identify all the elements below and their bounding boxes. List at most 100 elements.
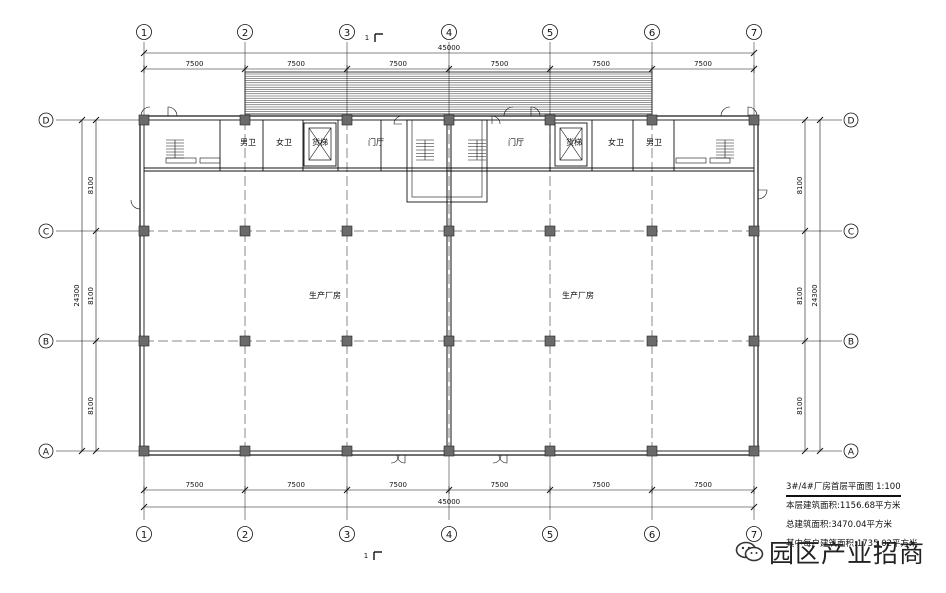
- door-swing: [720, 106, 731, 117]
- dimension-tick: [445, 486, 453, 494]
- dimension-tick: [241, 486, 249, 494]
- drawing-title: 3#/4#厂房首层平面图 1:100: [786, 480, 901, 497]
- structural-column: [138, 445, 150, 457]
- total-width-dimension: 45000: [438, 44, 460, 52]
- structural-column: [443, 225, 455, 237]
- grid-bubble-label: 1: [141, 530, 147, 541]
- bay-dimension: 7500: [491, 60, 509, 68]
- building-walls: [139, 71, 759, 456]
- structural-column: [443, 445, 455, 457]
- structural-column: [748, 335, 760, 347]
- dimension-tick: [140, 503, 148, 511]
- grid-bubble-column: [136, 24, 152, 40]
- structural-column: [443, 335, 455, 347]
- drawing-info-block: 3#/4#厂房首层平面图 1:100 本层建筑面积:1156.68平方米 总建筑…: [786, 478, 936, 554]
- total-area-note: 总建筑面积:3470.04平方米: [786, 520, 893, 530]
- bay-dimension: 7500: [186, 60, 204, 68]
- dimension-tick: [92, 227, 100, 235]
- grid-bubble-column: [136, 526, 152, 542]
- dimension-tick: [92, 337, 100, 345]
- dimension-tick: [241, 65, 249, 73]
- door-swing: [140, 106, 151, 117]
- dimension-tick: [445, 65, 453, 73]
- structural-column: [646, 335, 658, 347]
- bay-dimension: 7500: [186, 481, 204, 489]
- room-label-toilet-female: 女卫: [608, 137, 624, 147]
- door-swing: [396, 454, 406, 464]
- dimension-tick: [546, 486, 554, 494]
- grid-bubble-label: D: [848, 117, 855, 127]
- structural-column: [646, 445, 658, 457]
- freight-lift-cross: [559, 127, 583, 161]
- grid-bubble-label: 2: [242, 28, 248, 39]
- grid-bubble-label: D: [43, 117, 50, 127]
- dimension-tick: [750, 503, 758, 511]
- grid-bubble-label: A: [43, 448, 50, 458]
- structural-column: [544, 335, 556, 347]
- dimension-tick: [78, 447, 86, 455]
- door-swing: [390, 454, 400, 464]
- structural-column: [239, 445, 251, 457]
- row-dimension: 8100: [796, 177, 804, 195]
- structural-column: [443, 114, 455, 126]
- dimension-tick: [78, 116, 86, 124]
- section-mark: 1: [365, 34, 369, 42]
- room-label-toilet-female: 女卫: [276, 137, 292, 147]
- door-swing: [492, 454, 502, 464]
- service-core: [130, 106, 768, 464]
- structural-column: [646, 225, 658, 237]
- total-width-dimension: 45000: [438, 498, 460, 506]
- freight-lift-shaft: [303, 122, 337, 167]
- grid-bubble-label: A: [848, 448, 855, 458]
- counter: [709, 157, 731, 164]
- door-swing: [757, 189, 768, 200]
- door-swing: [491, 115, 501, 125]
- grid-bubble-label: 4: [446, 28, 452, 39]
- grid-bubble-column: [441, 24, 457, 40]
- dimension-tick: [343, 65, 351, 73]
- grid-bubble-row: [843, 223, 859, 239]
- room-label-production: 生产厂房: [309, 290, 341, 300]
- dimension-tick: [801, 447, 809, 455]
- bay-dimension: 7500: [694, 60, 712, 68]
- door-swing: [747, 106, 758, 117]
- grid-bubble-row: [843, 112, 859, 128]
- dimension-tick: [750, 486, 758, 494]
- grid-bubble-column: [237, 24, 253, 40]
- grid-bubble-label: 4: [446, 530, 452, 541]
- floor-area-note: 本层建筑面积:1156.68平方米: [786, 501, 901, 511]
- grid-bubble-label: 6: [649, 530, 655, 541]
- unit-area-note: 其中每户建筑面积:1735.02平方米: [786, 539, 918, 549]
- dimension-tick: [648, 486, 656, 494]
- grid-bubble-row: [843, 333, 859, 349]
- structural-column: [138, 114, 150, 126]
- structural-column: [748, 445, 760, 457]
- grid-bubble-column: [237, 526, 253, 542]
- row-dimension: 8100: [796, 287, 804, 305]
- structural-column: [341, 335, 353, 347]
- bay-dimension: 7500: [592, 481, 610, 489]
- bay-dimension: 7500: [287, 481, 305, 489]
- door-swing: [130, 199, 141, 210]
- grid-bubble-column: [644, 526, 660, 542]
- grid-bubble-label: 7: [751, 28, 757, 39]
- grid-bubble-label: 6: [649, 28, 655, 39]
- structural-column: [138, 225, 150, 237]
- grid-bubble-column: [542, 526, 558, 542]
- grid-bubble-column: [746, 526, 762, 542]
- dimension-tick: [343, 486, 351, 494]
- grid-bubble-row: [38, 333, 54, 349]
- grid-bubble-label: 1: [141, 28, 147, 39]
- wechat-icon: [735, 541, 765, 563]
- grid-bubble-row: [38, 443, 54, 459]
- canopy-outline: [244, 71, 653, 115]
- room-label-toilet-male: 男卫: [646, 138, 662, 147]
- structural-column: [544, 114, 556, 126]
- room-label-lobby: 门厅: [368, 137, 384, 147]
- structural-column: [239, 225, 251, 237]
- door-swing: [530, 106, 541, 117]
- total-depth-dimension: 24300: [73, 284, 81, 306]
- bay-dimension: 7500: [287, 60, 305, 68]
- door-swing: [503, 106, 514, 117]
